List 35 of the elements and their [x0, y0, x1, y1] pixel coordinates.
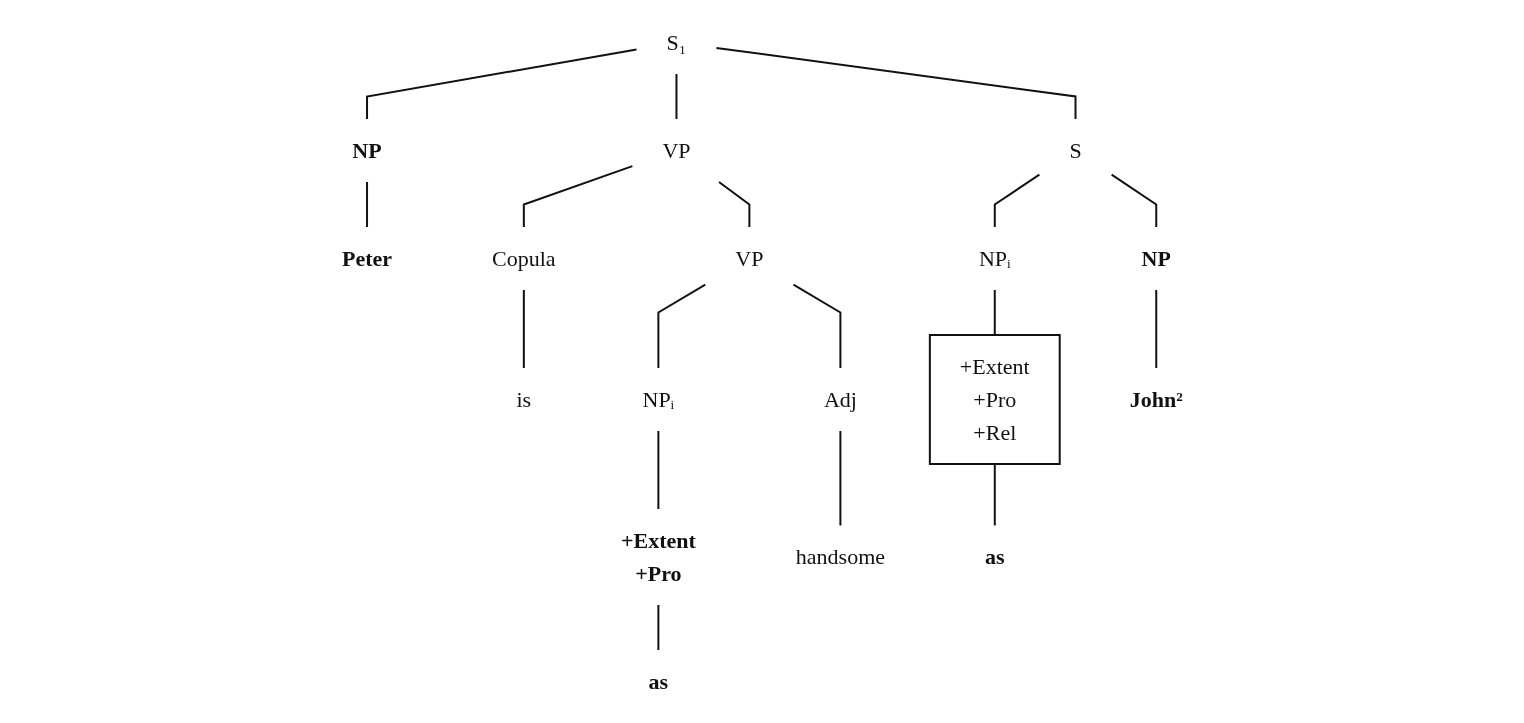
connector — [717, 180, 750, 228]
connector — [675, 72, 678, 120]
connector — [993, 462, 996, 526]
node-text: NP — [351, 137, 382, 163]
connector — [1110, 173, 1157, 228]
node-text: Copula — [491, 245, 556, 271]
node-text: Peter — [341, 245, 392, 271]
connector — [657, 429, 659, 510]
connector — [657, 603, 659, 651]
node-text: +Extent +Pro — [620, 527, 696, 586]
connector — [657, 283, 706, 369]
node-text: S₁ — [666, 29, 687, 55]
connector — [365, 47, 638, 120]
connector — [839, 429, 841, 526]
node-text: John² — [1129, 386, 1183, 412]
connector — [522, 288, 525, 369]
node-text: VP — [662, 137, 691, 163]
node-text: Adj — [823, 386, 857, 412]
node-text: NPᵢ — [642, 386, 674, 412]
node-text: handsome — [795, 543, 885, 569]
connector — [522, 164, 633, 228]
node-text: NPᵢ — [978, 245, 1011, 271]
connector — [792, 283, 841, 369]
connector — [715, 46, 1077, 120]
node-text: as — [984, 543, 1005, 569]
node-text: as — [648, 668, 668, 694]
node-text: VP — [734, 245, 764, 271]
connector — [1154, 288, 1157, 369]
connector — [993, 173, 1040, 228]
connector — [993, 288, 996, 336]
node-text: is — [516, 386, 531, 412]
node-box: +Extent +Pro +Rel — [928, 333, 1061, 465]
node-text: S — [1069, 137, 1082, 163]
node-text: NP — [1141, 245, 1171, 271]
connector — [365, 180, 368, 228]
